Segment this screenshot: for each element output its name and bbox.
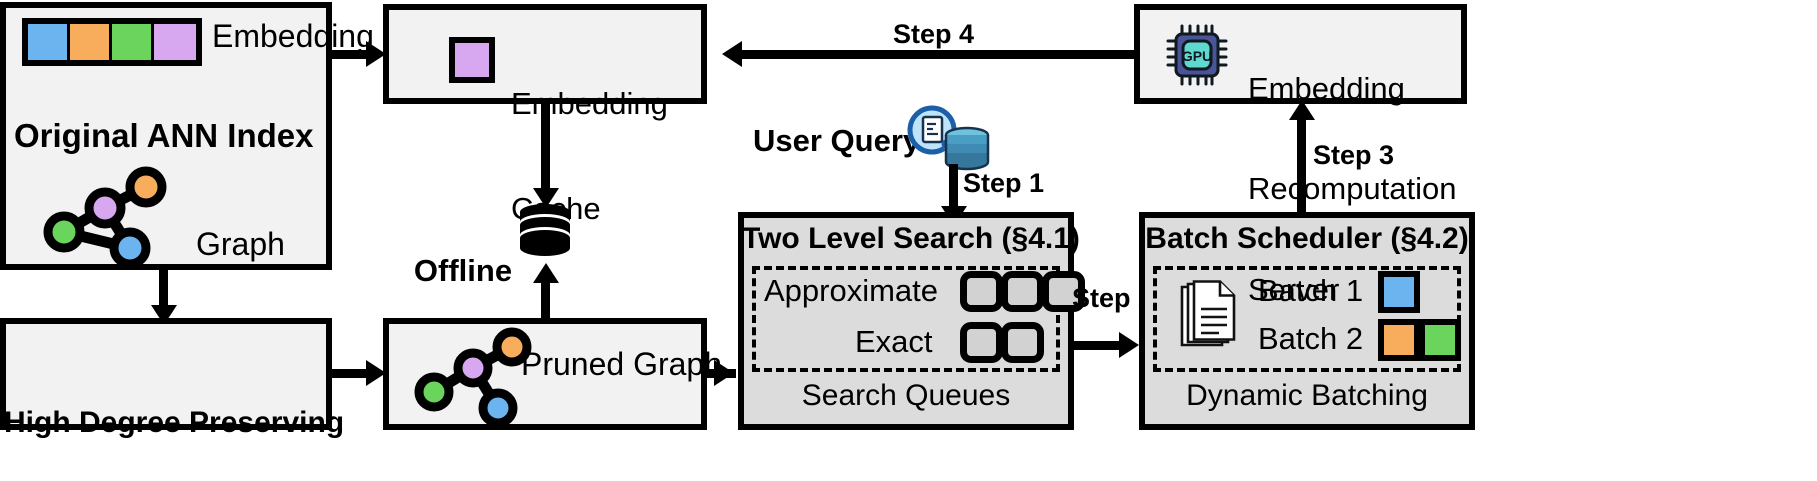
arrow-step3-line [1297,117,1306,212]
embedding-vector-strip [22,18,202,66]
arrow-cache-to-storage-head [533,188,559,208]
embedding-cache-panel [383,4,707,104]
approximate-queue-slot-3 [1042,271,1085,312]
arrow-pruned-to-storage-head [533,263,559,283]
two-level-search-title: Two Level Search (§4.1) [742,222,1080,255]
arrow-step4-head [722,41,742,67]
arrow-pruned-to-storage-line [541,280,550,322]
arrow-step1-line [949,164,958,212]
step-4-label: Step 4 [893,19,975,49]
recomputation-server-line1: Embedding [1248,70,1405,106]
batch-scheduler-title: Batch Scheduler (§4.2) [1145,222,1469,255]
arrow-prunedgraph-to-search-head [714,360,734,386]
exact-row-label: Exact [855,324,933,359]
embedding-cell-3 [112,24,154,60]
pruned-graph-label: Pruned Graph [521,346,723,382]
offline-storage-line1: Offline [413,253,513,289]
approximate-queue-slot-1 [960,271,1003,312]
graph-pruning-panel [0,318,332,430]
embedding-cell-2 [70,24,112,60]
dynamic-batching-footer: Dynamic Batching [1186,379,1428,412]
arrow-index-to-pruning-line [159,270,168,308]
approximate-row-label: Approximate [764,273,939,308]
two-level-search-panel [738,212,1074,430]
arrow-step2-head [1119,332,1139,358]
graph-label: Graph [196,226,285,262]
graph-pruning-label: High Degree Preserving Graph Pruning (§5… [4,330,345,481]
arrow-cache-to-storage-line [541,104,550,192]
step-3-label: Step 3 [1313,140,1395,170]
search-queues-dashed-region [752,266,1060,372]
arrow-step3-head [1289,100,1315,120]
embedding-cell-1 [28,24,70,60]
arrow-step4-line [740,50,1134,59]
approximate-queue-slot-2 [1001,271,1044,312]
batch-2-label: Batch 2 [1258,321,1364,356]
batch-2-swatch-orange [1378,319,1420,361]
original-ann-index-title: Original ANN Index [14,117,314,154]
search-queues-footer: Search Queues [801,379,1011,412]
batch-1-label: Batch 1 [1258,273,1364,308]
batch-1-swatch-blue [1378,271,1420,313]
recomputation-server-label: Embedding Recomputation Server [1248,5,1457,373]
recomputation-server-panel [1134,4,1467,104]
recomputation-server-line2: Recomputation [1248,171,1457,207]
ann-index-graph-illustration [43,166,167,269]
arrow-pruning-to-prunedgraph-line [332,369,370,378]
exact-queue-slot-1 [960,322,1003,363]
arrow-index-to-cache-head [366,41,386,67]
graph-pruning-line1: High Degree Preserving [4,406,345,440]
gpu-chip-text: GPU [1182,48,1212,64]
pruned-graph-illustration [414,327,532,428]
user-query-label: User Query [753,123,921,158]
arrow-pruning-to-prunedgraph-head [366,360,386,386]
step-1-label: Step 1 [963,168,1045,198]
embedding-cache-line1: Embedding [511,86,668,122]
exact-queue-slot-2 [1001,322,1044,363]
documents-stack-icon [1180,280,1236,347]
embedding-cache-swatch [449,37,495,83]
database-cylinder-icon [520,204,570,256]
recomputation-server-line3: Server [1248,271,1340,307]
gpu-chip-icon: GPU [1166,24,1228,86]
embedding-cell-4 [154,24,196,60]
arrow-index-to-cache-line [332,50,370,59]
batch-2-swatch-green [1419,319,1461,361]
arrow-step2-line [1074,341,1126,350]
embedding-label: Embedding [212,18,374,54]
